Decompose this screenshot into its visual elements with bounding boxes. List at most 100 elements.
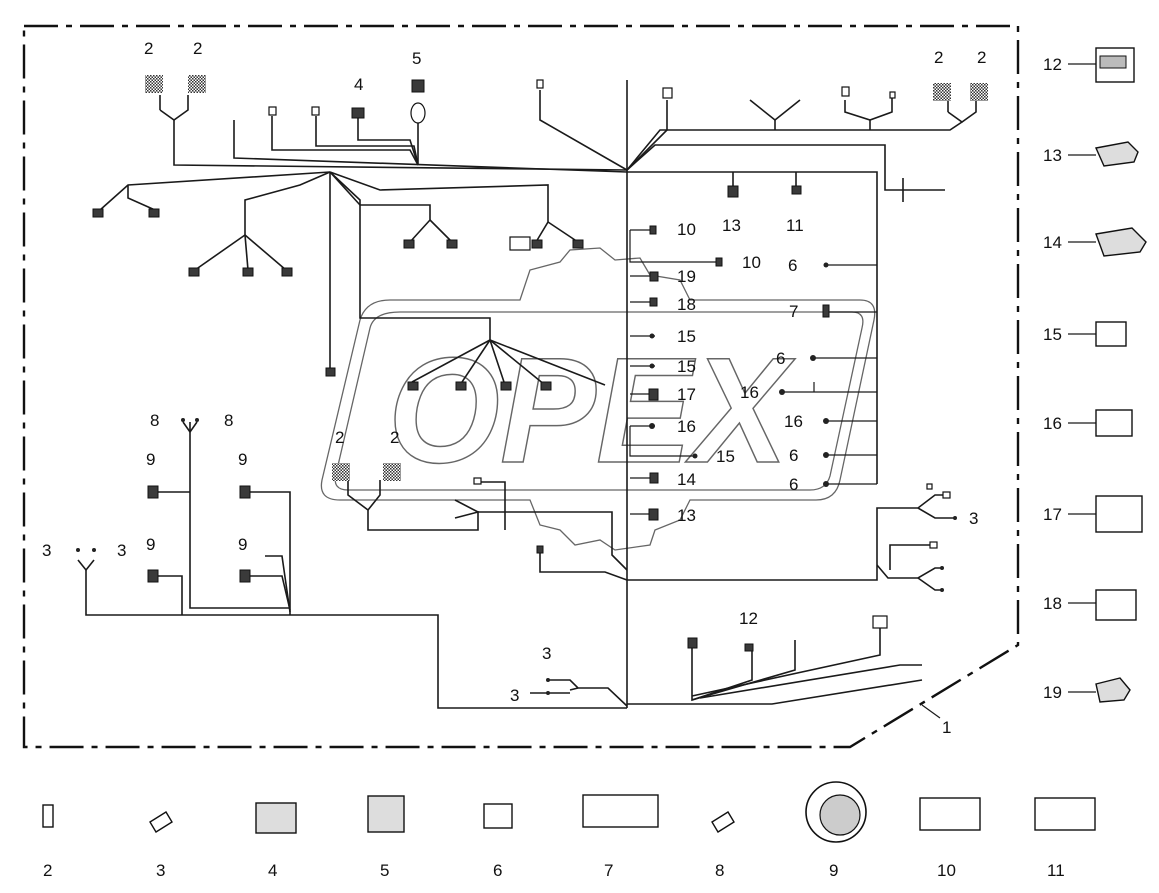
callout-18: 18: [677, 295, 696, 314]
callout-3: 3: [510, 686, 519, 705]
legend-item-9: 9: [805, 781, 867, 880]
callout-8: 8: [150, 411, 159, 430]
connectors: [76, 75, 988, 695]
legend-item-5: 5: [367, 795, 405, 880]
harness-boundary-frame: [22, 24, 1020, 749]
callout-15: 15: [677, 357, 696, 376]
connector-2-e: [332, 463, 350, 481]
svg-text:16: 16: [1043, 414, 1062, 433]
svg-text:5: 5: [380, 861, 389, 880]
legend-item-8: 8: [711, 811, 735, 880]
callout-7: 7: [789, 302, 798, 321]
legend-item-10: 10: [919, 797, 981, 880]
svg-text:19: 19: [1043, 683, 1062, 702]
legend-item-19: 19: [1043, 677, 1131, 703]
callout-15: 15: [677, 327, 696, 346]
svg-text:13: 13: [1043, 146, 1062, 165]
callout-6: 6: [788, 256, 797, 275]
legend-item-17: 17: [1043, 495, 1143, 533]
svg-text:12: 12: [1043, 55, 1062, 74]
watermark-text: OPEX: [388, 326, 796, 494]
svg-text:4: 4: [268, 861, 277, 880]
connector-9-b: [239, 485, 251, 499]
connector-2-f: [383, 463, 401, 481]
callout-9: 9: [146, 450, 155, 469]
legend-item-3: 3: [149, 811, 173, 880]
legend-right: 12 13 14 15 16 17: [1043, 47, 1147, 703]
callout-9: 9: [146, 535, 155, 554]
legend-bottom: 2 3 4 5 6 7 8 9: [42, 781, 1096, 880]
callout-2: 2: [977, 48, 986, 67]
connector-5: [411, 79, 425, 93]
callout-9: 9: [238, 450, 247, 469]
callout-2: 2: [335, 428, 344, 447]
connector-9-d: [239, 569, 251, 583]
svg-text:6: 6: [493, 861, 502, 880]
svg-text:17: 17: [1043, 505, 1062, 524]
connector-4: [351, 107, 365, 119]
svg-text:14: 14: [1043, 233, 1062, 252]
watermark-inner: [334, 311, 864, 491]
svg-text:2: 2: [43, 861, 52, 880]
callout-2: 2: [934, 48, 943, 67]
callout-2: 2: [193, 39, 202, 58]
callout-3: 3: [969, 509, 978, 528]
connector-2-d: [970, 83, 988, 101]
callout-15: 15: [716, 447, 735, 466]
callout-11: 11: [786, 216, 804, 235]
callout-6: 6: [789, 475, 798, 494]
callout-16: 16: [784, 412, 803, 431]
legend-item-18: 18: [1043, 589, 1137, 621]
callout-9: 9: [238, 535, 247, 554]
svg-text:8: 8: [715, 861, 724, 880]
callout-3: 3: [542, 644, 551, 663]
watermark: OPEX: [320, 247, 876, 551]
callout-12: 12: [739, 609, 758, 628]
legend-item-14: 14: [1043, 227, 1147, 257]
svg-text:10: 10: [937, 861, 956, 880]
connector-2-a: [145, 75, 163, 93]
callout-3: 3: [42, 541, 51, 560]
connector-2-c: [933, 83, 951, 101]
callout-labels: 2 2 4 5 2 2 13 11 10 10 6 19 18 7 15 15 …: [42, 39, 986, 737]
svg-text:3: 3: [156, 861, 165, 880]
legend-item-7: 7: [582, 794, 659, 880]
svg-text:11: 11: [1047, 861, 1065, 880]
legend-item-12: 12: [1043, 47, 1135, 83]
legend-item-2: 2: [42, 804, 54, 880]
svg-text:18: 18: [1043, 594, 1062, 613]
callout-16: 16: [677, 417, 696, 436]
legend-item-11: 11: [1034, 797, 1096, 880]
svg-text:15: 15: [1043, 325, 1062, 344]
callout-1: 1: [942, 718, 951, 737]
svg-text:9: 9: [829, 861, 838, 880]
callout-14: 14: [677, 470, 696, 489]
callout-16: 16: [740, 383, 759, 402]
callout-8: 8: [224, 411, 233, 430]
callout-3: 3: [117, 541, 126, 560]
connector-9-a: [147, 485, 159, 499]
callout-6: 6: [776, 349, 785, 368]
callout-13: 13: [677, 506, 696, 525]
callout-10: 10: [742, 253, 761, 272]
legend-item-6: 6: [483, 803, 513, 880]
connector-9-c: [147, 569, 159, 583]
callout-4: 4: [354, 75, 363, 94]
legend-item-13: 13: [1043, 141, 1139, 167]
legend-item-4: 4: [255, 802, 297, 880]
legend-item-15: 15: [1043, 321, 1127, 347]
callout-10: 10: [677, 220, 696, 239]
connector-2-b: [188, 75, 206, 93]
harness-wires: [77, 80, 977, 719]
callout-5: 5: [412, 49, 421, 68]
callout-2: 2: [390, 428, 399, 447]
callout-19: 19: [677, 267, 696, 286]
callout-2: 2: [144, 39, 153, 58]
watermark-gear: [320, 247, 876, 551]
callout-17: 17: [677, 385, 696, 404]
callout-6: 6: [789, 446, 798, 465]
legend-item-16: 16: [1043, 409, 1133, 437]
svg-text:7: 7: [604, 861, 613, 880]
callout-13: 13: [722, 216, 741, 235]
